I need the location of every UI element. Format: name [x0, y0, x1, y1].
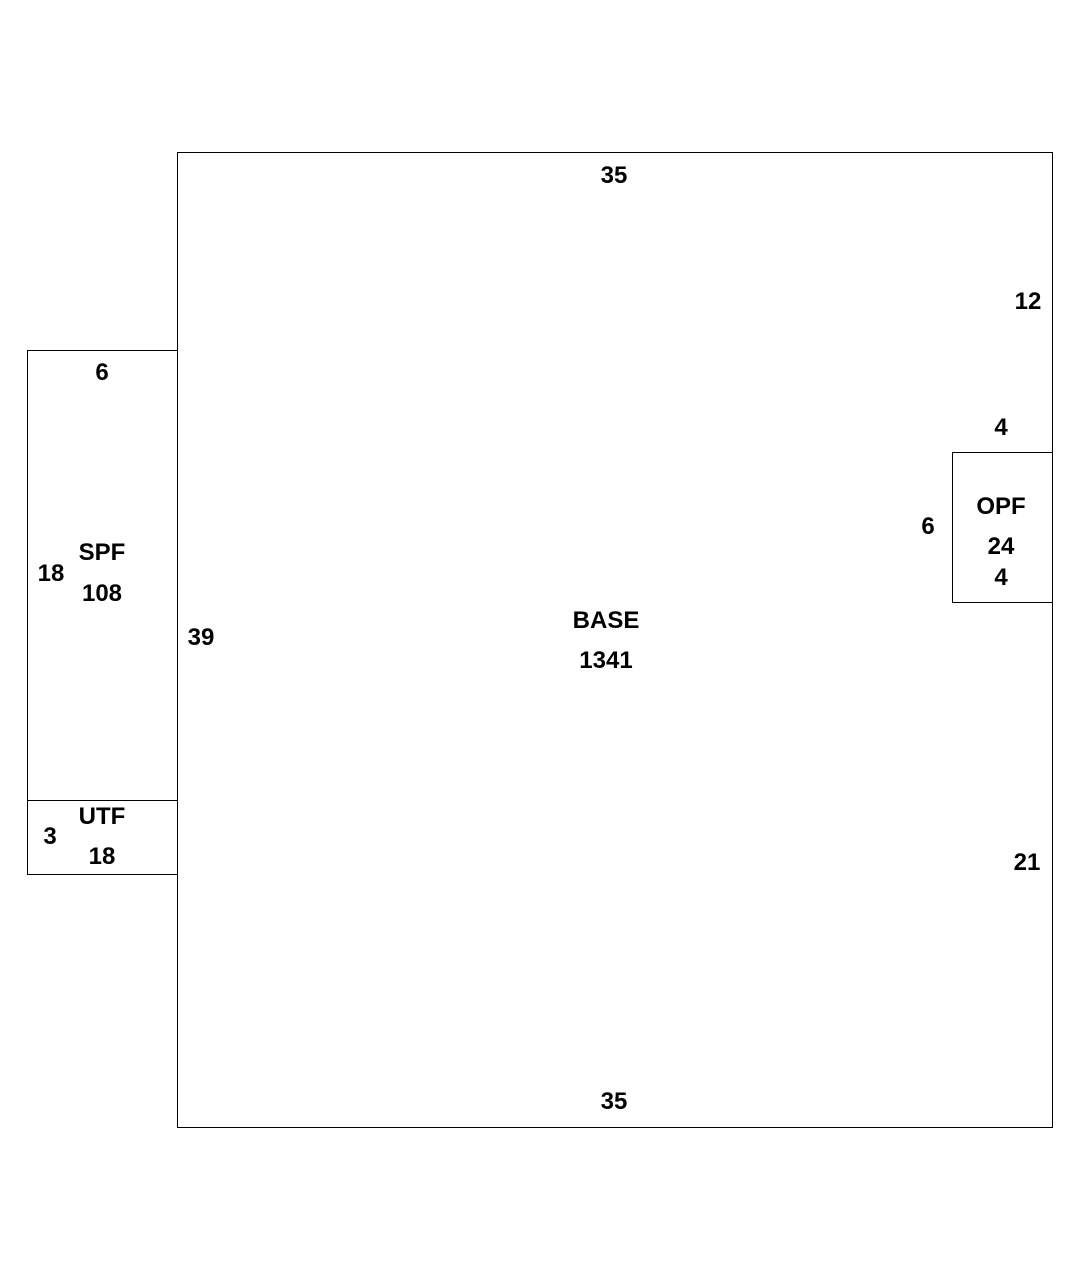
utf-area-value: 18 [88, 843, 116, 870]
base-bottom-dimension: 35 [600, 1088, 628, 1115]
utf-left-dimension: 3 [43, 823, 57, 850]
utf-area [27, 800, 178, 875]
spf-name: SPF [78, 539, 126, 566]
base-right-lower-dimension: 21 [1013, 849, 1041, 876]
spf-area-value: 108 [81, 580, 123, 607]
base-area-value: 1341 [579, 647, 633, 674]
base-top-dimension: 35 [600, 162, 628, 189]
opf-left-dimension: 6 [921, 513, 935, 540]
opf-bottom-dimension: 4 [994, 564, 1008, 591]
utf-name: UTF [78, 803, 126, 830]
spf-left-dimension: 18 [37, 560, 65, 587]
spf-top-dimension: 6 [95, 359, 109, 386]
base-area [177, 152, 1053, 1128]
opf-name: OPF [976, 493, 1026, 520]
opf-top-dimension: 4 [994, 414, 1008, 441]
base-right-upper-dimension: 12 [1014, 288, 1042, 315]
opf-area [952, 452, 1053, 603]
base-left-dimension: 39 [187, 624, 215, 651]
opf-area-value: 24 [987, 533, 1015, 560]
base-name: BASE [572, 607, 640, 634]
